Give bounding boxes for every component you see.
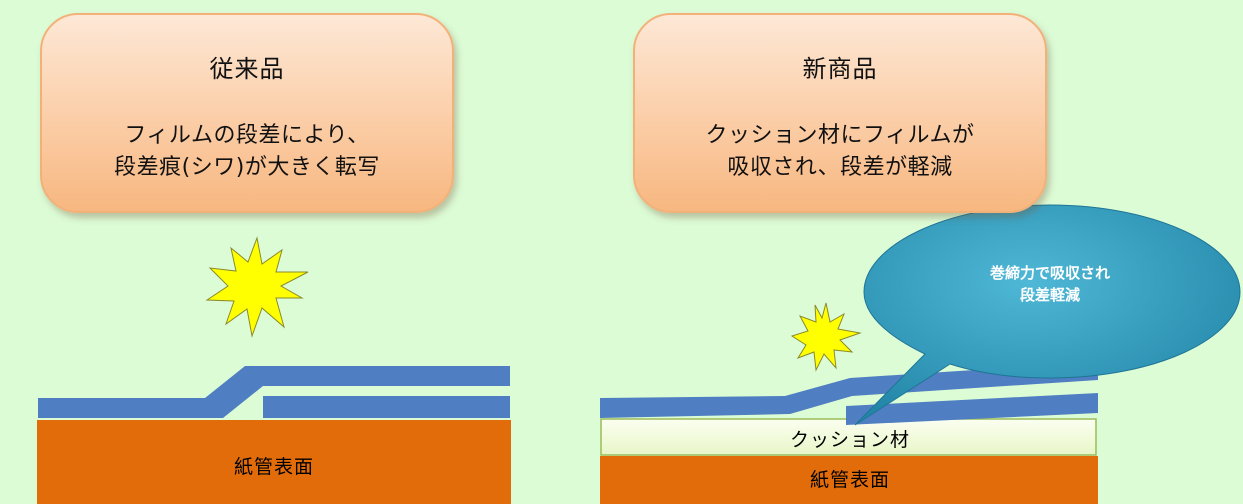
- left-card-description: フィルムの段差により、 段差痕(シワ)が大きく転写: [42, 120, 452, 184]
- right-card-description: クッション材にフィルムが 吸収され、段差が軽減: [635, 120, 1045, 184]
- left-card-title: 従来品: [209, 55, 285, 83]
- callout-text: 巻締力で吸収され 段差軽減: [968, 262, 1132, 306]
- callout-line-2: 段差軽減: [1019, 286, 1080, 304]
- left-explanation-card: 従来品 フィルムの段差により、 段差痕(シワ)が大きく転写: [40, 13, 454, 213]
- left-paper-tube-surface: [37, 420, 511, 504]
- right-paper-tube-surface: [600, 456, 1098, 504]
- cushion-label: クッション材: [789, 429, 910, 451]
- left-starburst-icon: [205, 236, 309, 338]
- left-description-line-1: フィルムの段差により、: [124, 123, 370, 148]
- left-surface-label: 紙管表面: [233, 456, 314, 478]
- right-surface-label: 紙管表面: [809, 469, 890, 491]
- right-explanation-card: 新商品 クッション材にフィルムが 吸収され、段差が軽減: [633, 13, 1047, 213]
- callout-bubble: [854, 204, 1241, 426]
- right-description-line-2: 吸収され、段差が軽減: [727, 155, 953, 180]
- left-film-lower: [38, 366, 510, 418]
- right-film-upper: [846, 393, 1098, 425]
- callout-line-1: 巻締力で吸収され: [989, 264, 1110, 282]
- left-description-line-2: 段差痕(シワ)が大きく転写: [114, 155, 380, 180]
- right-description-line-1: クッション材にフィルムが: [705, 123, 975, 148]
- right-starburst-icon: [790, 302, 862, 372]
- left-film-upper: [263, 396, 510, 418]
- right-film-lower: [600, 362, 1098, 418]
- right-card-title: 新商品: [802, 55, 878, 83]
